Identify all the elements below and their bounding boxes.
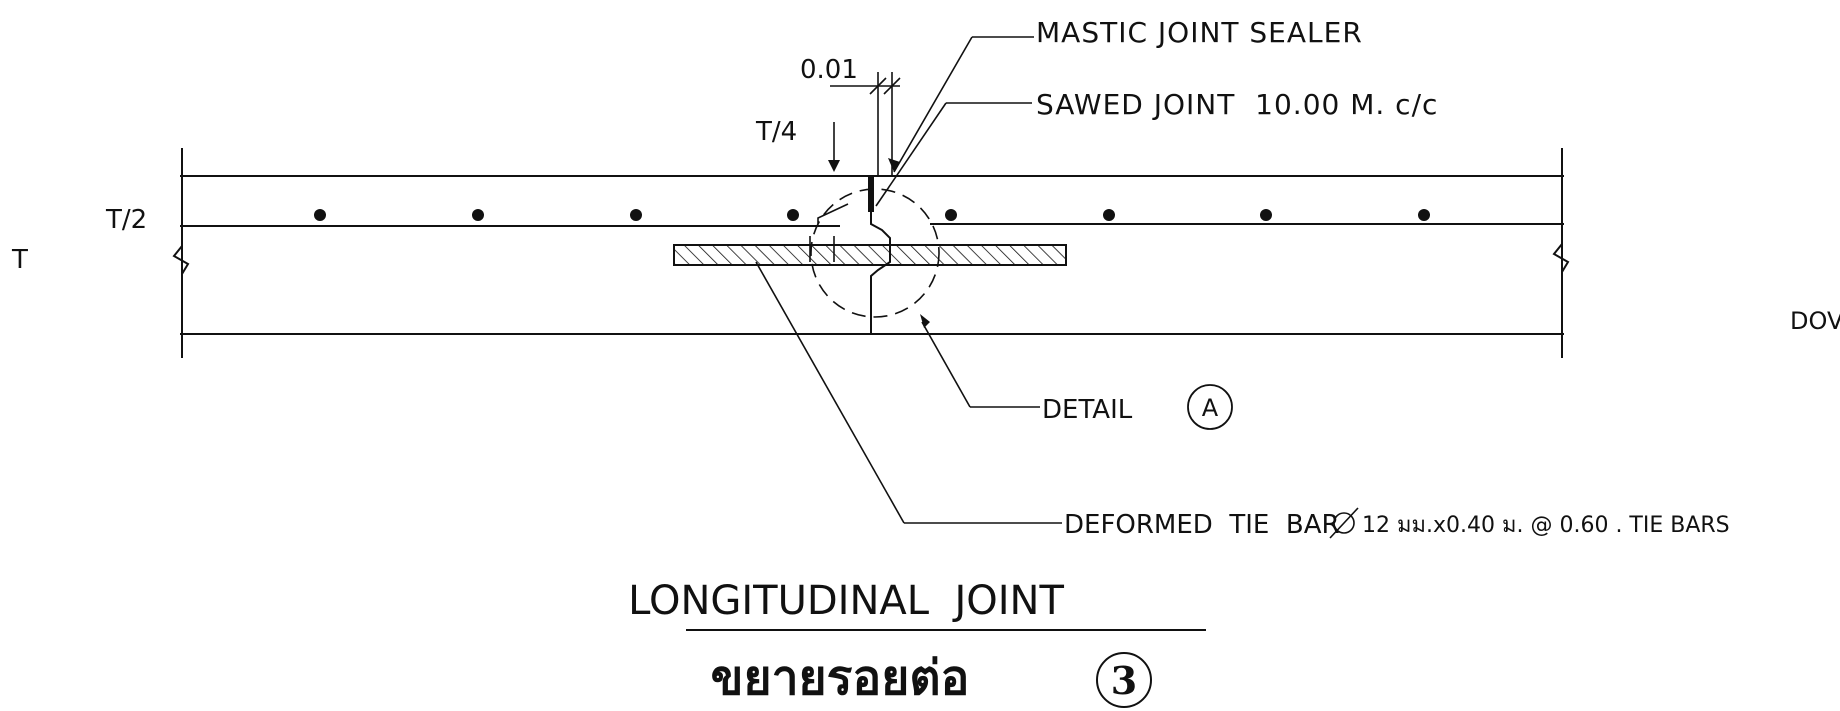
rebar-dot — [787, 209, 799, 221]
tie-bar — [673, 244, 1067, 266]
rebar-dot-icon — [314, 209, 1430, 221]
rebar-dot — [1103, 209, 1115, 221]
tie-bar-spec: 12 มม.x0.40 ม. @ 0.60 . TIE BARS — [1362, 513, 1730, 538]
rebar-dot — [945, 209, 957, 221]
drawing-title-block: LONGITUDINAL JOINT ขยายรอยต่อ 3 — [628, 578, 1206, 708]
dimension-marks — [828, 72, 901, 176]
diameter-icon — [1329, 507, 1359, 539]
rebar-dot — [1418, 209, 1430, 221]
thickness-label: T — [11, 245, 28, 275]
mastic-sealer-label: MASTIC JOINT SEALER — [1036, 16, 1363, 49]
dowel-label-partial: DOV — [1790, 307, 1840, 335]
detail-number: 3 — [1111, 658, 1137, 703]
detail-number-circle — [1096, 652, 1152, 708]
tie-bar-label: DEFORMED TIE BAR — [1064, 510, 1340, 540]
detail-marker-circle — [1187, 384, 1233, 430]
thai-title: ขยายรอยต่อ — [711, 650, 970, 706]
half-depth-label: T/2 — [105, 205, 147, 235]
gap-dimension-label: 0.01 — [800, 55, 858, 85]
break-line-icon — [172, 243, 1570, 275]
leader-lines — [755, 36, 1062, 524]
detail-marker-label: A — [1202, 394, 1219, 422]
mastic-joint-sealer — [868, 176, 874, 212]
drawing-title: LONGITUDINAL JOINT — [628, 578, 1064, 624]
sawed-joint-label: SAWED JOINT 10.00 M. c/c — [1036, 88, 1438, 121]
quarter-depth-label: T/4 — [755, 117, 797, 147]
detail-label: DETAIL — [1042, 395, 1133, 425]
rebar-dot — [1260, 209, 1272, 221]
rebar-dot — [472, 209, 484, 221]
rebar-dot — [314, 209, 326, 221]
rebar-dot — [630, 209, 642, 221]
